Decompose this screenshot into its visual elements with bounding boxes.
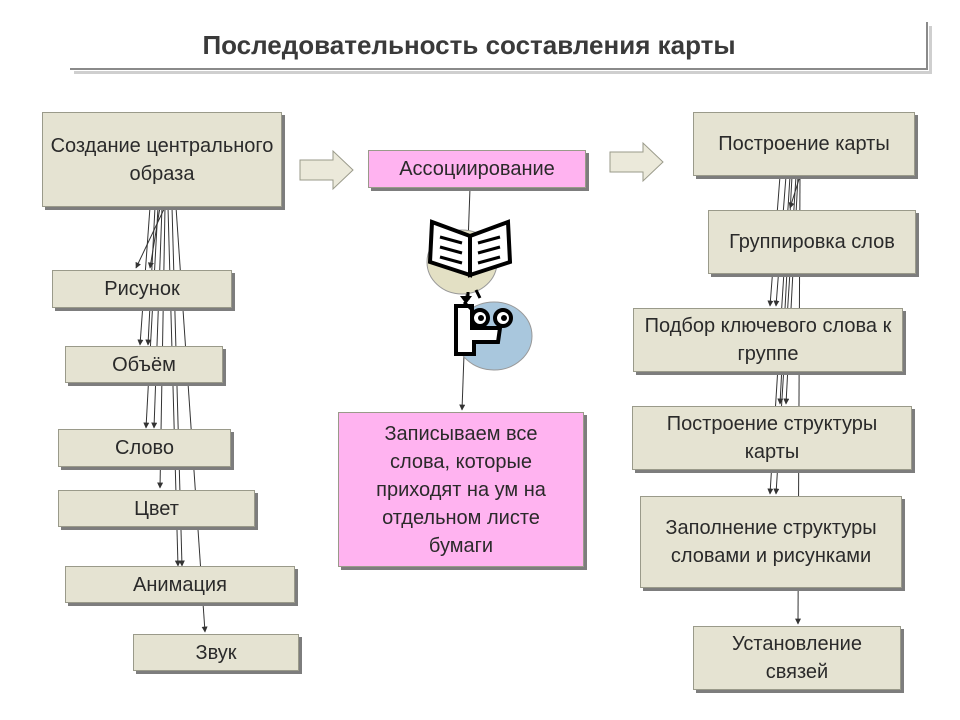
left-item-obem: Объём <box>65 346 223 383</box>
right-item-grouping: Группировка слов <box>708 210 916 274</box>
central-image-box: Создание центрального образа <box>42 112 282 207</box>
association-box: Ассоциирование <box>368 150 586 188</box>
left-item-slovo: Слово <box>58 429 231 467</box>
thinking-face-icon <box>454 289 533 371</box>
left-item-animatsiya: Анимация <box>65 566 295 603</box>
right-item-structure: Построение структуры карты <box>632 406 912 470</box>
title-frame: Последовательность составления карты <box>70 22 932 74</box>
left-item-tsvet: Цвет <box>58 490 255 527</box>
left-item-risunok: Рисунок <box>52 270 232 308</box>
title-shadow-vertical <box>929 26 932 74</box>
right-item-links: Установление связей <box>693 626 901 690</box>
right-item-filling: Заполнение структуры словами и рисунками <box>640 496 902 588</box>
connector-to-risunok-2 <box>147 206 161 269</box>
book-icon <box>426 219 513 295</box>
build-map-box: Построение карты <box>693 112 915 176</box>
page-title: Последовательность составления карты <box>202 30 736 60</box>
block-arrow-2 <box>609 141 664 183</box>
title-shadow <box>74 71 932 74</box>
left-item-zvuk: Звук <box>133 634 299 671</box>
right-item-keyword: Подбор ключевого слова к группе <box>633 308 903 372</box>
write-words-box: Записываем все слова, которые приходят н… <box>338 412 584 567</box>
connector-to-slovo-2 <box>151 206 163 429</box>
connector-to-slovo <box>143 206 159 429</box>
title-side-line <box>926 22 928 70</box>
block-arrow-1 <box>299 149 354 191</box>
connector-to-risunok <box>135 206 166 269</box>
title-underline <box>70 68 928 70</box>
